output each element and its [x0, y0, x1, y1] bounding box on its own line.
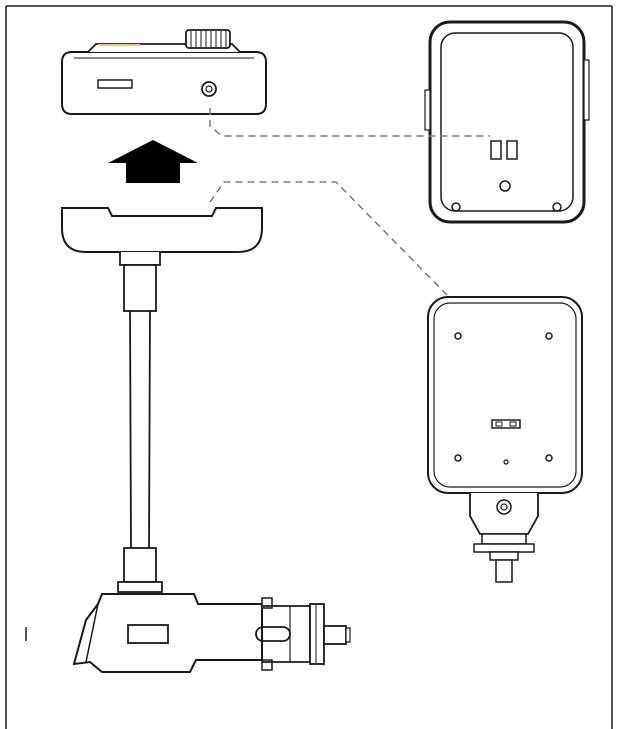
device-side-view: [61, 29, 267, 115]
arrow-up-icon: [108, 140, 198, 183]
page-border: [5, 5, 613, 729]
volume-knob-icon: [185, 29, 231, 49]
cradle-front-view: [427, 296, 583, 583]
device-back-view: [424, 20, 590, 224]
cradle-assembly: [61, 207, 351, 673]
leader-lines: [209, 108, 490, 297]
